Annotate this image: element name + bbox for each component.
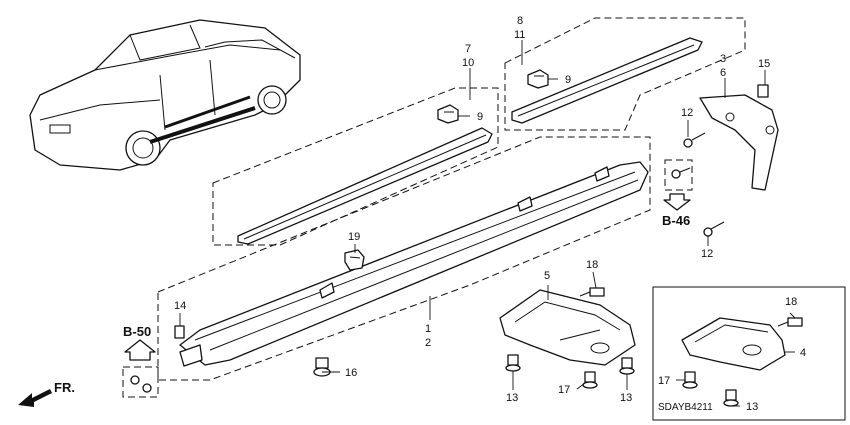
front-label: FR.: [54, 380, 75, 395]
undercover-5: [499, 289, 636, 366]
reference-b50: B-50: [123, 324, 151, 339]
clip-13-left: [505, 354, 521, 372]
callout-4: 4: [800, 347, 806, 359]
callout-5: 5: [544, 270, 550, 282]
bolt-18-variant: [777, 317, 803, 327]
callout-13-variant: 13: [746, 401, 758, 413]
callout-7: 7: [465, 43, 471, 55]
mudguard: [699, 94, 779, 191]
clip-17-main: [582, 371, 598, 389]
leader-lines: [179, 40, 796, 407]
callout-10: 10: [462, 57, 474, 69]
front-arrow-icon: [18, 389, 52, 407]
callout-11: 11: [514, 29, 525, 41]
bolt-18-main: [579, 287, 605, 297]
clip-16: [313, 357, 331, 377]
variant-box: [652, 286, 846, 421]
b50-arrow-icon: [124, 339, 156, 361]
callout-9-lower: 9: [477, 111, 483, 123]
callout-12-upper: 12: [681, 107, 693, 119]
callout-1: 1: [425, 323, 431, 335]
callout-14: 14: [174, 300, 186, 312]
reference-b46: B-46: [662, 213, 690, 228]
screw-12-lower: [703, 221, 725, 237]
clip-9-upper: [527, 69, 549, 89]
group-outline-b50-fasteners: [122, 366, 159, 398]
callout-18-variant: 18: [785, 296, 797, 308]
clip-13-right: [619, 357, 635, 375]
diagram-code: SDAYB4211: [658, 402, 713, 413]
clip-19: [344, 249, 365, 271]
screw-12-upper: [683, 132, 706, 148]
callout-17-variant: 17: [658, 375, 670, 387]
undercover-4: [681, 317, 786, 371]
callout-18-main: 18: [586, 259, 598, 271]
group-outline-side-sill: [157, 136, 651, 381]
clip-15: [757, 84, 769, 98]
clip-13-variant: [723, 389, 739, 407]
side-sill-garnish: [179, 161, 649, 367]
callout-19: 19: [348, 231, 360, 243]
front-molding: [237, 127, 493, 245]
group-outline-moldings-rear: [504, 17, 746, 131]
callout-8: 8: [517, 15, 523, 27]
callout-3: 3: [720, 53, 726, 65]
b50-fasteners: [130, 375, 152, 393]
clip-17-variant: [682, 371, 698, 389]
callout-17-main: 17: [558, 384, 570, 396]
callout-15: 15: [758, 58, 770, 70]
callout-2: 2: [425, 337, 431, 349]
callout-13-right: 13: [620, 392, 632, 404]
callout-12-lower: 12: [701, 248, 713, 260]
group-outline-mudguard-screw: [664, 159, 693, 191]
b46-arrow-icon: [663, 193, 691, 211]
rear-molding: [511, 37, 703, 124]
callout-9-upper: 9: [565, 74, 571, 86]
clip-9-lower: [437, 104, 459, 124]
callout-6: 6: [720, 67, 726, 79]
car-illustration: [29, 19, 301, 171]
group-outline-molding-front: [212, 87, 499, 246]
clip-14: [174, 325, 185, 339]
callout-13-left: 13: [506, 392, 518, 404]
callout-16: 16: [345, 367, 357, 379]
screw-12-box: [671, 167, 691, 179]
